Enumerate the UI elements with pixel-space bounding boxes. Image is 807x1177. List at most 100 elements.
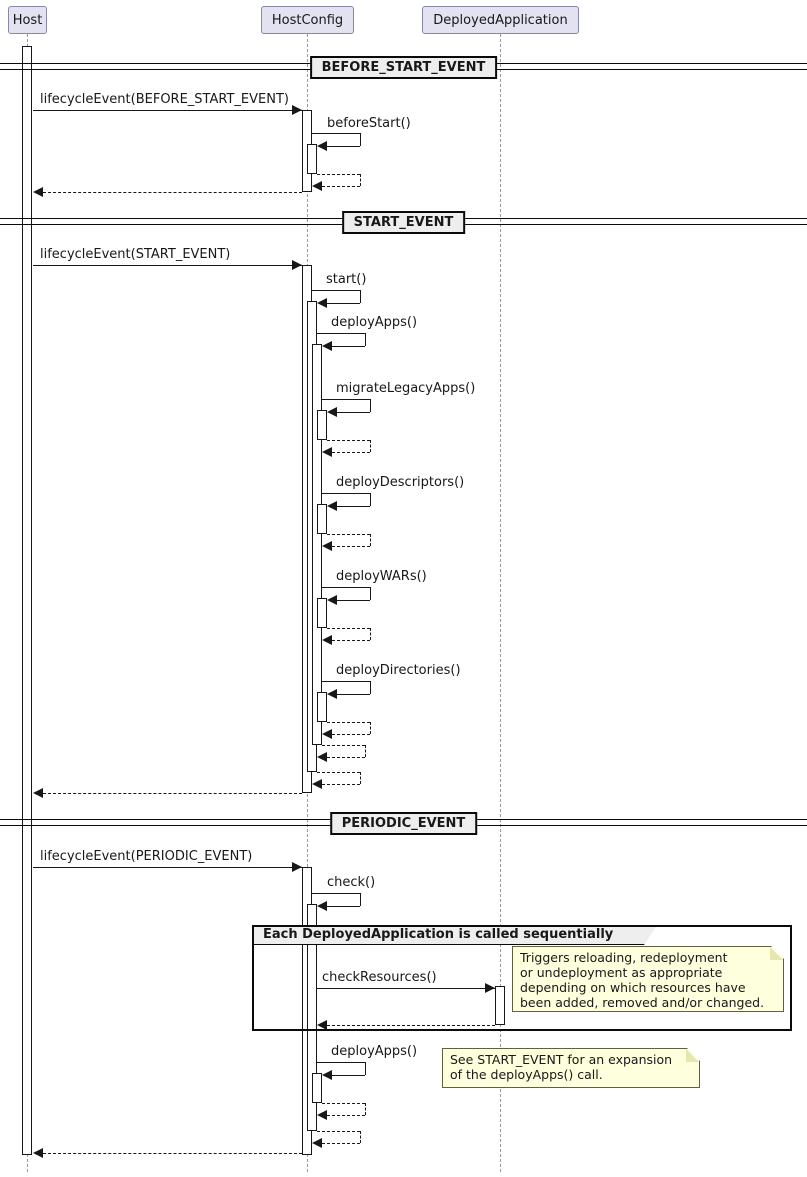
arrowhead-left-icon [327,501,337,511]
message-label: lifecycleEvent(START_EVENT) [40,247,231,262]
arrowhead-left-icon [312,181,322,191]
arrowhead-right-icon [485,983,495,993]
self-call-line [322,493,370,494]
message-label: deployApps() [331,1044,418,1059]
message-label: deployApps() [331,315,418,330]
self-call-line [337,600,370,601]
self-call-line [370,587,371,600]
message-label: deployWARs() [336,569,427,584]
self-return-line [322,1143,360,1144]
self-call-line [327,303,360,304]
self-return-line [317,174,360,175]
self-return-line [370,628,371,640]
divider-label: BEFORE_START_EVENT [321,60,486,75]
self-return-line [360,174,361,186]
self-call-line [370,399,371,412]
self-call-line [360,133,361,146]
arrowhead-right-icon [292,260,302,270]
return-line [327,1025,495,1026]
self-return-line [365,745,366,757]
participant-deployedapplication: DeployedApplication [422,6,579,34]
participant-hostconfig: HostConfig [261,6,354,34]
self-return-line [370,440,371,452]
self-call-line [312,290,360,291]
arrowhead-left-icon [322,341,332,351]
self-return-line [317,772,360,773]
self-return-line [332,452,370,453]
divider-label: START_EVENT [353,215,454,230]
arrowhead-left-icon [312,1138,322,1148]
self-call-line [365,1062,366,1075]
self-call-line [322,399,370,400]
message-label: check() [327,875,376,890]
arrowhead-left-icon [317,1020,327,1030]
self-call-line [370,493,371,506]
self-call-line [312,893,360,894]
arrowhead-left-icon [317,901,327,911]
arrowhead-left-icon [317,298,327,308]
self-return-line [365,1103,366,1115]
arrowhead-right-icon [292,862,302,872]
self-return-line [327,757,365,758]
message-line [33,110,302,111]
activation-deploywars [317,598,327,628]
self-call-line [317,1062,365,1063]
group-sequential-box: Each DeployedApplication is called seque… [252,925,792,1031]
activation-check [307,904,317,1131]
arrowhead-left-icon [322,541,332,551]
activation-deployedapplication-checkresources [495,986,505,1025]
message-label: migrateLegacyApps() [336,381,476,396]
self-call-line [337,412,370,413]
participant-label: Host [12,12,43,28]
self-call-line [337,506,370,507]
arrowhead-left-icon [33,1148,43,1158]
self-return-line [322,745,365,746]
self-call-line [360,893,361,906]
divider-start-event: START_EVENT [341,211,466,234]
self-return-line [322,186,360,187]
return-line [43,192,302,193]
note-checkresources: Triggers reloading, redeployment or unde… [512,946,784,1012]
self-call-line [312,133,360,134]
arrowhead-left-icon [312,779,322,789]
self-call-line [327,146,360,147]
self-return-line [317,1131,360,1132]
self-return-line [322,784,360,785]
self-return-line [327,722,370,723]
self-call-line [370,681,371,694]
activation-host [22,46,32,1155]
self-return-line [360,772,361,784]
self-return-line [332,640,370,641]
activation-deploydescriptors [317,504,327,534]
arrowhead-left-icon [322,635,332,645]
message-label: deployDescriptors() [336,475,465,490]
arrowhead-left-icon [33,187,43,197]
message-label: checkResources() [322,970,437,985]
message-label: lifecycleEvent(PERIODIC_EVENT) [40,849,253,864]
activation-beforestart [307,144,317,174]
participant-label: HostConfig [271,12,344,28]
self-call-line [322,587,370,588]
self-call-line [337,694,370,695]
divider-label: PERIODIC_EVENT [341,816,466,831]
participant-label: DeployedApplication [433,12,568,28]
divider-before-start-event: BEFORE_START_EVENT [309,56,498,79]
note-text: See START_EVENT for an expansion of the … [450,1052,673,1082]
activation-deployapps-periodic [312,1073,322,1103]
self-return-line [370,722,371,734]
activation-migratelegacyapps [317,410,327,440]
self-return-line [327,440,370,441]
message-label: lifecycleEvent(BEFORE_START_EVENT) [40,92,289,107]
self-call-line [332,346,365,347]
self-return-line [332,734,370,735]
arrowhead-left-icon [322,1070,332,1080]
arrowhead-left-icon [317,1110,327,1120]
message-line [33,867,302,868]
arrowhead-left-icon [327,407,337,417]
arrowhead-left-icon [33,788,43,798]
group-label: Each DeployedApplication is called seque… [263,927,614,942]
self-return-line [327,628,370,629]
self-call-line [332,1075,365,1076]
self-call-line [322,681,370,682]
activation-deploydirectories [317,692,327,722]
